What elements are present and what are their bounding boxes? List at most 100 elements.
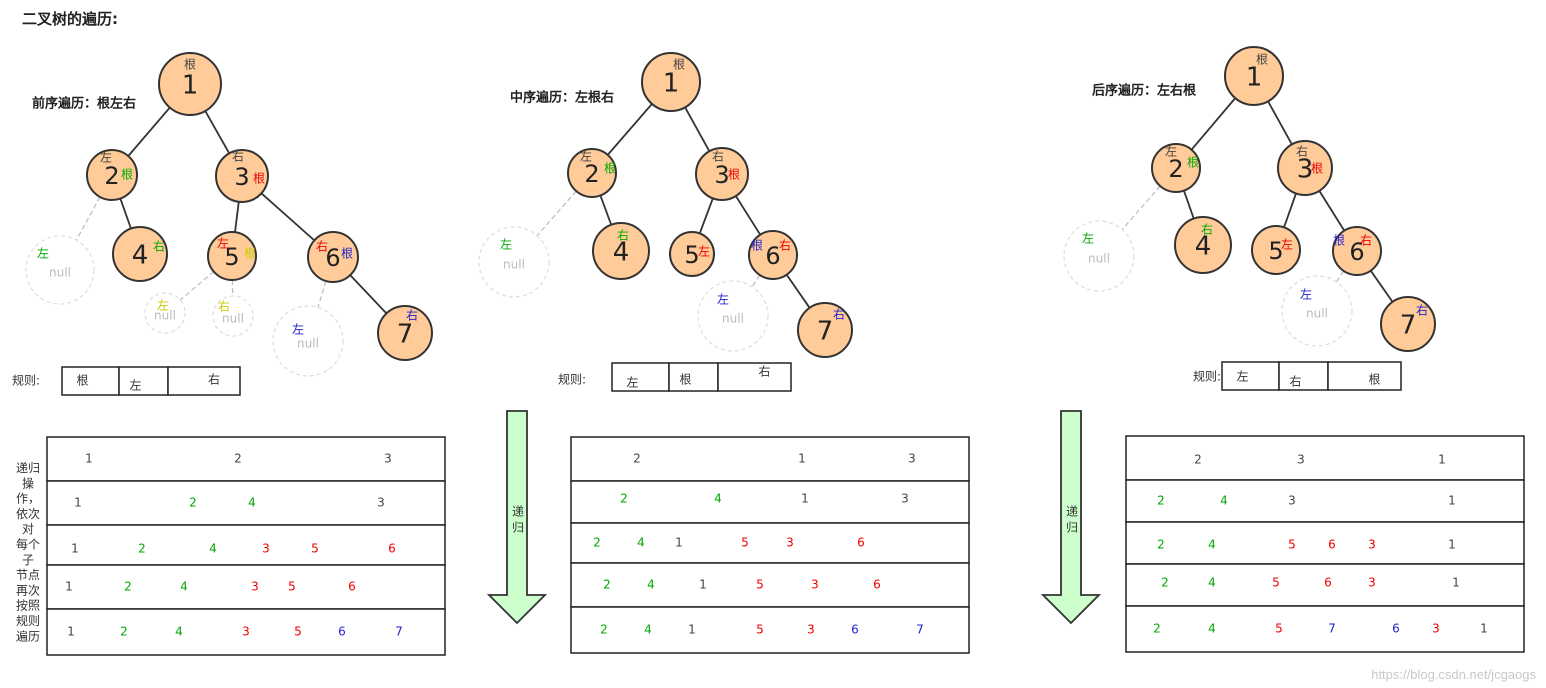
node-tag: 根 [1187, 156, 1199, 170]
tree-edge [119, 198, 132, 229]
null-label: null [503, 258, 525, 272]
rule-cell [1327, 361, 1402, 391]
table-value: 5 [288, 580, 296, 594]
node-value: 7 [1400, 311, 1417, 341]
tree-edge [1318, 190, 1346, 232]
node-value: 7 [817, 317, 834, 347]
table-value: 1 [1448, 538, 1456, 552]
tree-node [1332, 226, 1382, 276]
table-value: 3 [242, 625, 250, 639]
node-tag: 根 [751, 239, 763, 253]
null-node [144, 292, 186, 334]
tree-node [207, 231, 257, 281]
null-label: null [1306, 307, 1328, 321]
rule-cell [668, 362, 719, 392]
node-tag: 左 [1165, 144, 1177, 159]
node-value: 1 [182, 71, 199, 101]
null-label: null [1088, 252, 1110, 266]
null-label: null [722, 312, 744, 326]
table-value: 4 [644, 623, 652, 637]
null-label: null [297, 337, 319, 351]
node-tag: 左 [698, 244, 710, 259]
tree-edge [1283, 193, 1297, 228]
tree-edge [234, 201, 240, 233]
table-value: 6 [348, 580, 356, 594]
null-tag: 左 [157, 298, 169, 313]
node-tag: 根 [673, 58, 685, 72]
table-value: 1 [67, 625, 75, 639]
table-value: 4 [1220, 494, 1228, 508]
table-value: 4 [1208, 538, 1216, 552]
node-value: 3 [714, 161, 729, 189]
tree-edge [1190, 97, 1236, 151]
table-value: 1 [801, 492, 809, 506]
table-row [1125, 435, 1525, 481]
table-value: 1 [699, 578, 707, 592]
table-row [570, 562, 970, 608]
rule-cell [717, 362, 792, 392]
page-title: 二叉树的遍历: [22, 10, 118, 28]
node-tag: 右 [617, 228, 629, 243]
tree-edge [684, 106, 711, 152]
table-value: 2 [1157, 538, 1165, 552]
table-value: 1 [1480, 622, 1488, 636]
table-value: 2 [138, 542, 146, 556]
node-value: 1 [1246, 63, 1263, 93]
watermark: https://blog.csdn.net/jcgaogs [1371, 667, 1536, 682]
rule-cell [61, 366, 120, 396]
rule-cell-text: 根 [1368, 373, 1380, 387]
rule-cell-text: 左 [129, 378, 141, 393]
node-tag: 根 [1311, 162, 1323, 176]
table-value: 3 [1368, 538, 1376, 552]
table-value: 5 [756, 623, 764, 637]
null-tag: 右 [218, 299, 230, 314]
null-edge [525, 190, 577, 249]
table-value: 3 [384, 452, 392, 466]
tree-node [748, 230, 798, 280]
rule-cell-text: 右 [1289, 374, 1301, 389]
table-value: 2 [189, 496, 197, 510]
null-label: null [49, 266, 71, 280]
table-value: 5 [311, 542, 319, 556]
table-value: 6 [338, 625, 346, 639]
tree-node [695, 147, 749, 201]
table-value: 1 [85, 452, 93, 466]
tree-node [86, 149, 138, 201]
node-tag: 根 [184, 58, 196, 72]
tree-edge [1370, 270, 1394, 303]
panel-heading: 后序遍历：左右根 [1092, 83, 1197, 99]
rule-cell-text: 右 [758, 364, 770, 379]
node-tag: 右 [833, 307, 845, 322]
table-value: 2 [1161, 576, 1169, 590]
rule-label: 规则: [1193, 369, 1221, 384]
table-value: 4 [180, 580, 188, 594]
node-value: 2 [584, 160, 599, 188]
tree-node [1380, 296, 1436, 352]
null-edge [1110, 185, 1161, 243]
table-value: 2 [620, 492, 628, 506]
table-value: 7 [916, 623, 924, 637]
rule-cell [1221, 361, 1280, 391]
rule-cell [167, 366, 241, 396]
rule-cell-text: 右 [208, 372, 220, 387]
table-row [1125, 521, 1525, 565]
node-tag: 右 [153, 239, 165, 254]
tree-edge [349, 274, 388, 315]
table-value: 6 [873, 578, 881, 592]
tree-node [1224, 46, 1284, 106]
node-tag: 右 [316, 239, 328, 254]
node-tag: 根 [1256, 53, 1268, 67]
node-tag: 右 [406, 308, 418, 323]
table-row [46, 564, 446, 610]
down-arrow-label: 递 [512, 505, 524, 519]
node-value: 5 [1268, 237, 1283, 265]
table-row [46, 524, 446, 566]
table-value: 4 [248, 496, 256, 510]
null-label: null [154, 309, 176, 323]
node-value: 3 [1297, 155, 1314, 185]
rule-label: 规则: [12, 373, 40, 388]
table-value: 6 [851, 623, 859, 637]
tree-node [215, 149, 269, 203]
table-value: 4 [637, 536, 645, 550]
